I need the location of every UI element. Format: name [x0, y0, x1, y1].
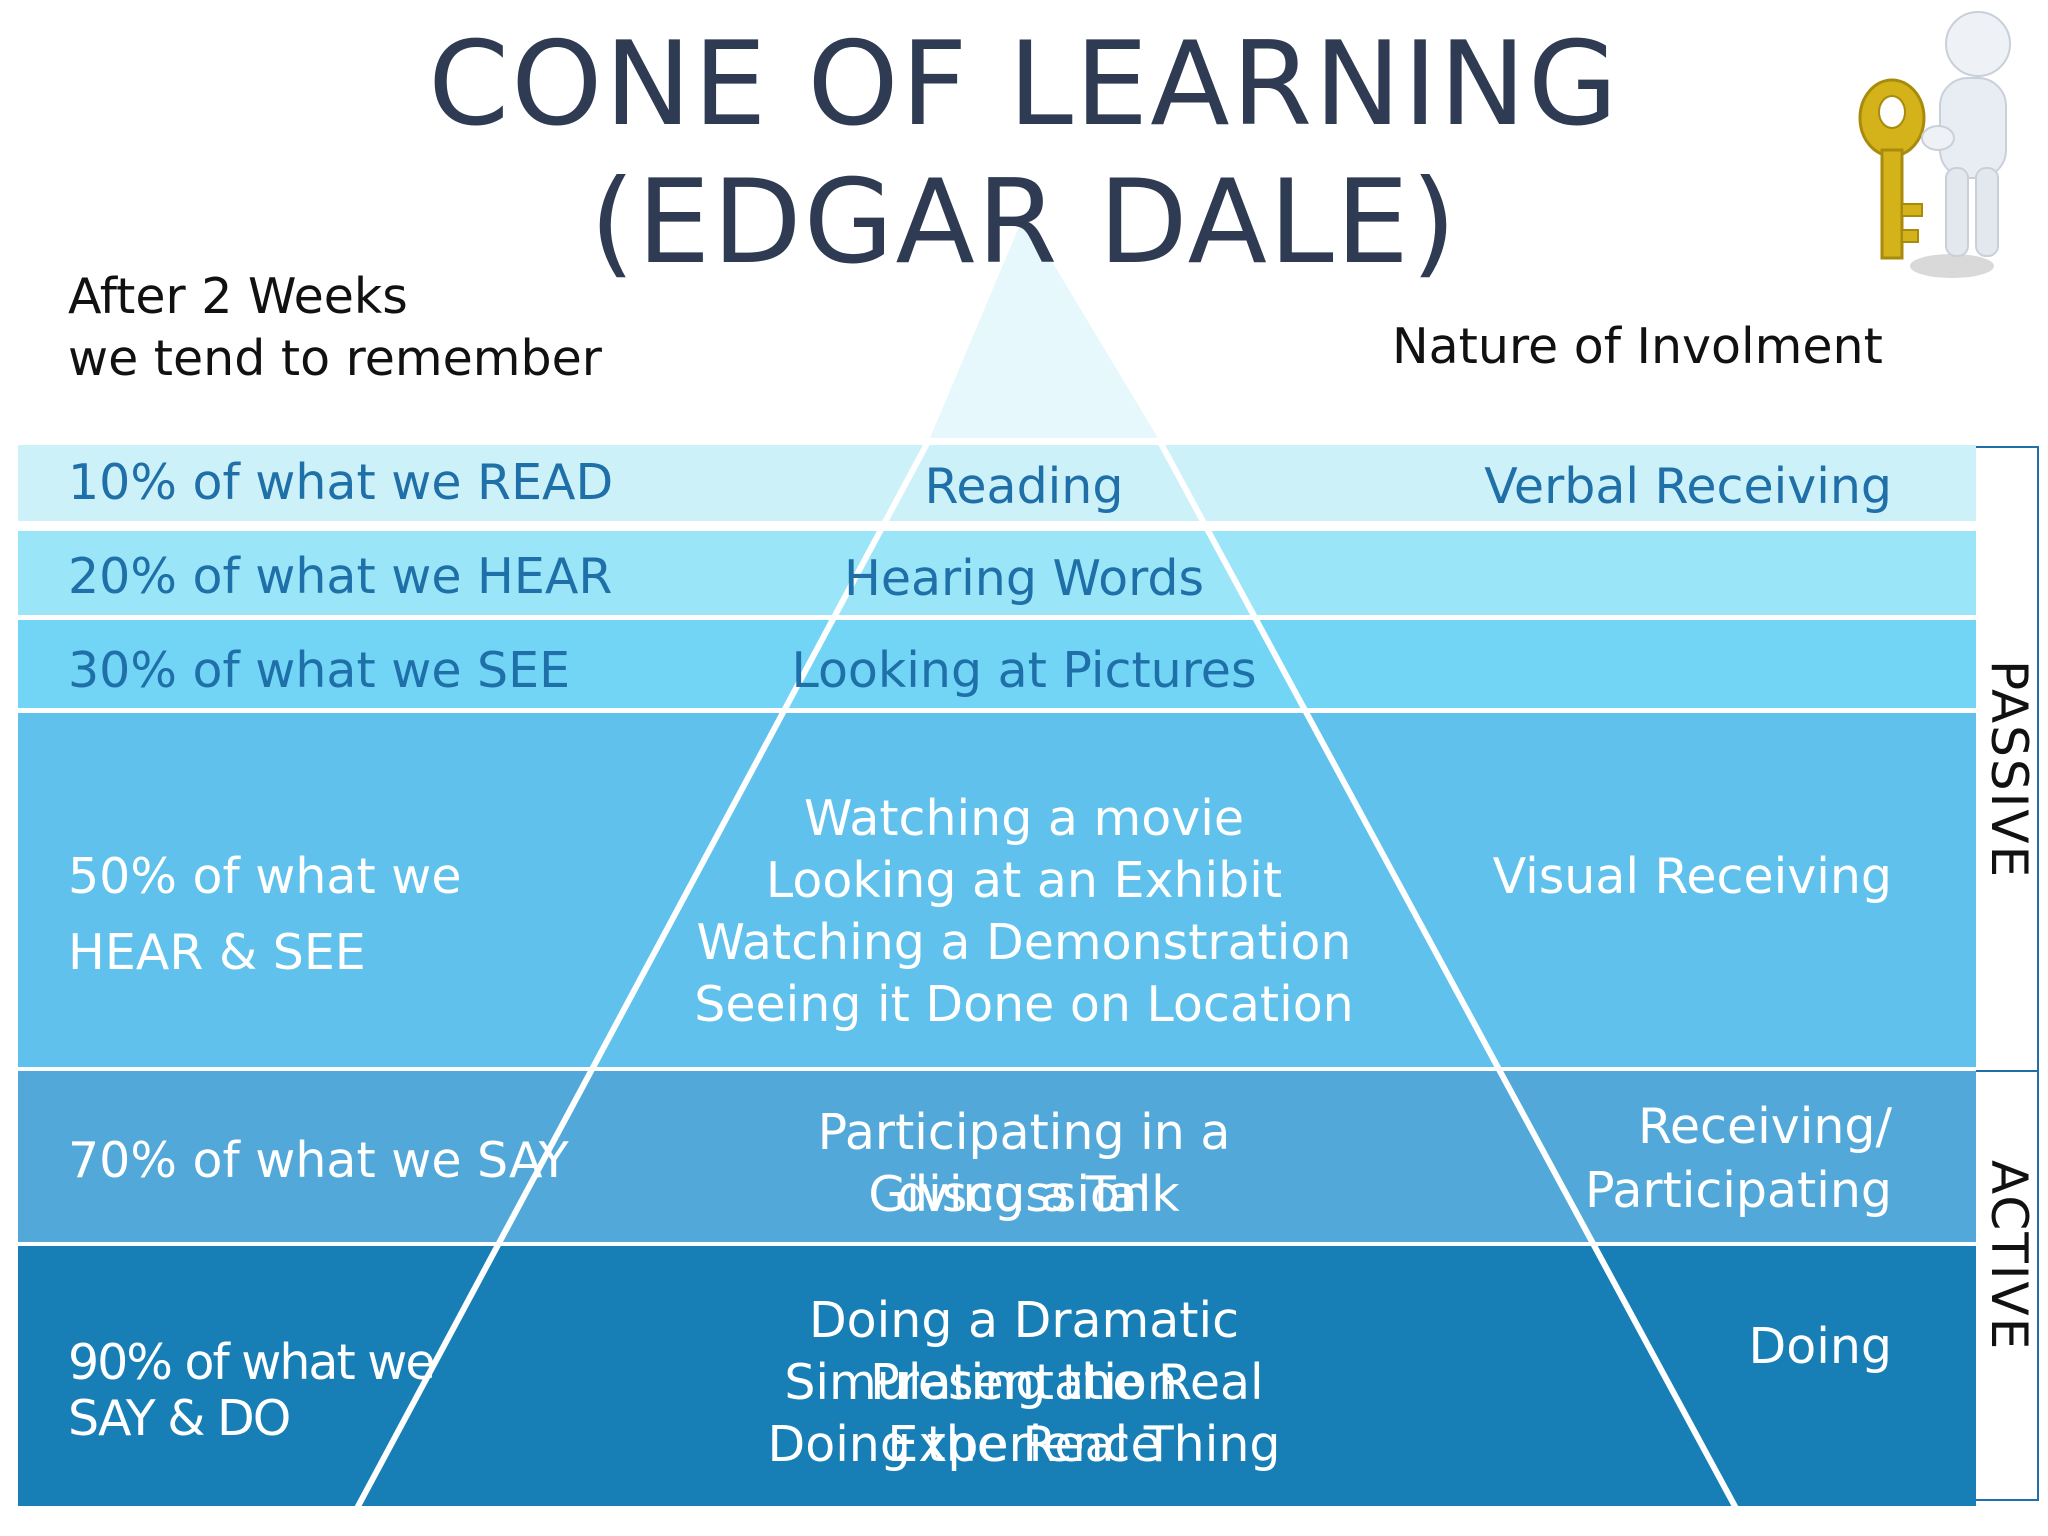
nature-verbal-receiving: Verbal Receiving — [1400, 456, 1892, 518]
activity-looking-at-exhibit: Looking at an Exhibit — [684, 850, 1364, 912]
person-holding-key-icon — [1842, 8, 2042, 298]
retention-hear-see-line-1: 50% of what we — [68, 846, 461, 908]
retention-hear-see-line-2: HEAR & SEE — [68, 922, 366, 984]
nature-participating: Participating — [1400, 1160, 1892, 1222]
left-header-line-1: After 2 Weeks — [68, 266, 408, 328]
activity-looking-at-pictures: Looking at Pictures — [724, 640, 1324, 702]
nature-visual-receiving: Visual Receiving — [1400, 846, 1892, 908]
activity-hearing-words: Hearing Words — [774, 548, 1274, 610]
retention-read: 10% of what we READ — [68, 452, 613, 514]
nature-doing: Doing — [1400, 1316, 1892, 1378]
activity-seeing-on-location: Seeing it Done on Location — [684, 974, 1364, 1036]
passive-label: PASSIVE — [1980, 660, 2038, 879]
retention-hear: 20% of what we HEAR — [68, 546, 612, 608]
activity-watching-demonstration: Watching a Demonstration — [684, 912, 1364, 974]
activity-reading: Reading — [824, 456, 1224, 518]
retention-say-do-line-2: SAY & DO — [68, 1388, 289, 1450]
left-header-line-2: we tend to remember — [68, 328, 602, 390]
right-header: Nature of Involment — [1392, 316, 1883, 378]
retention-see: 30% of what we SEE — [68, 640, 570, 702]
title-line-1: CONE OF LEARNING — [0, 20, 2048, 150]
nature-receiving: Receiving/ — [1400, 1096, 1892, 1158]
activity-watching-movie: Watching a movie — [684, 788, 1364, 850]
active-label: ACTIVE — [1980, 1160, 2038, 1351]
retention-say-do-line-1: 90% of what we — [68, 1332, 433, 1394]
retention-say: 70% of what we SAY — [68, 1130, 569, 1192]
activity-doing-real-thing: Doing the Real Thing — [664, 1414, 1384, 1476]
activity-giving-talk: Giving a Talk — [684, 1164, 1364, 1226]
